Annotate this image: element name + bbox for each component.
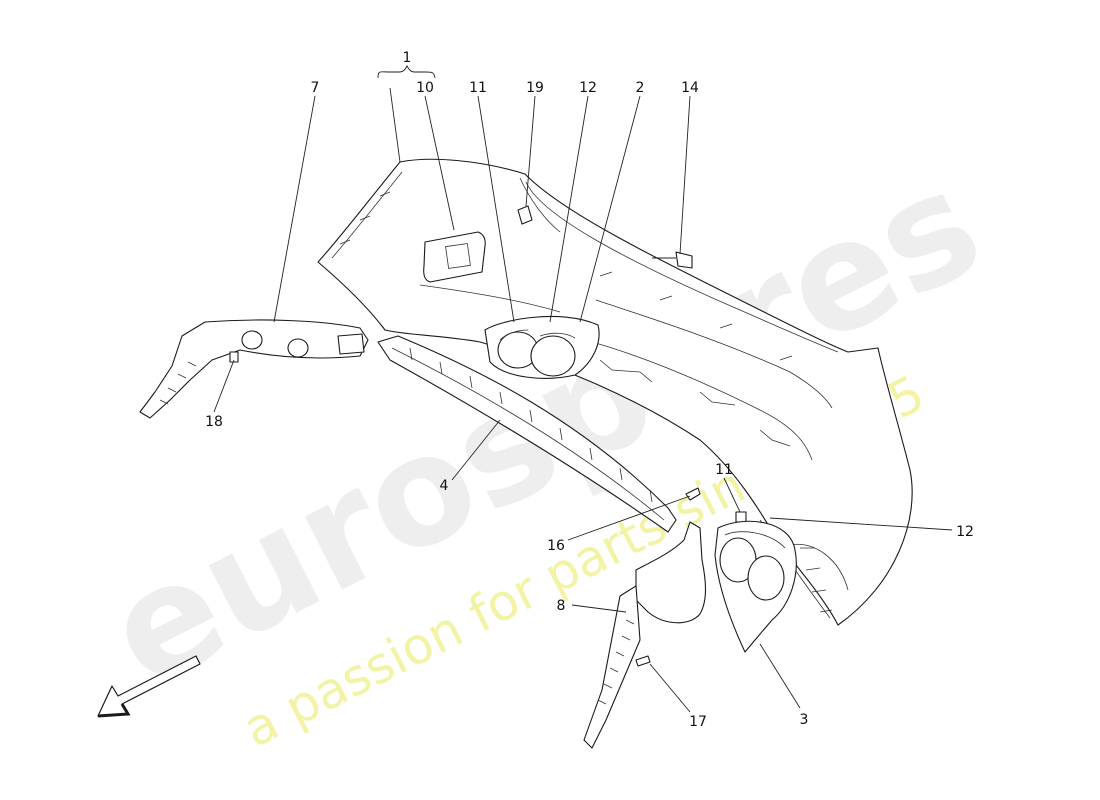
right-diffuser [714,520,797,653]
callout-18: 18 [205,414,223,430]
callout-3: 3 [800,712,809,728]
clip-11-right [735,511,747,523]
callout-11-top: 11 [469,80,487,96]
callout-4: 4 [440,478,449,494]
callout-10: 10 [416,80,434,96]
callout-8: 8 [557,598,566,614]
screw-17 [635,655,651,667]
callout-14: 14 [681,80,699,96]
callout-2: 2 [636,80,645,96]
screw-18 [229,351,239,363]
callout-12-top: 12 [579,80,597,96]
callout-1: 1 [403,50,412,66]
rear-beam [377,335,677,533]
right-bracket [583,521,707,749]
callout-16: 16 [547,538,565,554]
plate-light-recess [423,231,486,283]
part-14 [652,251,693,269]
callout-11-right: 11 [715,462,733,478]
bumper-cover [317,158,913,626]
clip-19 [517,205,533,225]
center-diffuser [484,315,600,379]
direction-arrow-icon [97,655,201,718]
screw-16 [685,487,701,501]
callout-12-right: 12 [956,524,974,540]
left-bracket [139,319,369,419]
callout-19: 19 [526,80,544,96]
callout-17: 17 [689,714,707,730]
leader-lines [213,64,953,713]
callout-labels: 1 10 11 19 12 2 14 7 18 4 16 11 12 8 17 … [205,50,974,730]
callout-7: 7 [311,80,320,96]
